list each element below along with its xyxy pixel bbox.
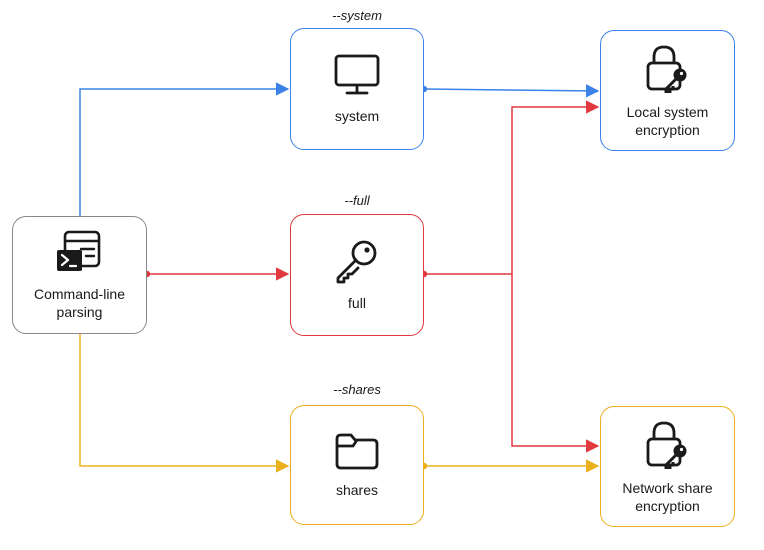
node-shares: shares [290, 405, 424, 525]
node-command-line-parsing: Command-line parsing [12, 216, 147, 334]
monitor-icon [334, 54, 380, 95]
key-icon [336, 240, 377, 284]
node-label-parser: Command-line parsing [33, 286, 126, 320]
flag-shares: --shares [333, 382, 381, 397]
node-label-network: Network share encryption [622, 479, 713, 514]
flag-full: --full [344, 193, 370, 208]
node-label-full: full [348, 295, 366, 311]
edge-parser-to-shares [79, 334, 290, 473]
edge-full-to-network [511, 274, 600, 453]
node-full: full [290, 214, 424, 336]
edge-system-to-local [423, 84, 600, 98]
node-local-system-encryption: Local system encryption [600, 30, 735, 151]
node-label-shares: shares [335, 482, 379, 498]
node-label-system: system [334, 108, 380, 124]
lock-key-icon [646, 421, 686, 469]
edge-parser-to-system [79, 82, 290, 216]
node-system: system [290, 28, 424, 150]
terminal-form-icon [56, 230, 100, 271]
edge-full-to-local [511, 100, 600, 274]
lock-key-icon [646, 45, 686, 93]
folder-icon [335, 433, 379, 470]
node-network-share-encryption: Network share encryption [600, 406, 735, 527]
flag-system: --system [332, 8, 382, 23]
node-label-local: Local system encryption [626, 103, 709, 138]
